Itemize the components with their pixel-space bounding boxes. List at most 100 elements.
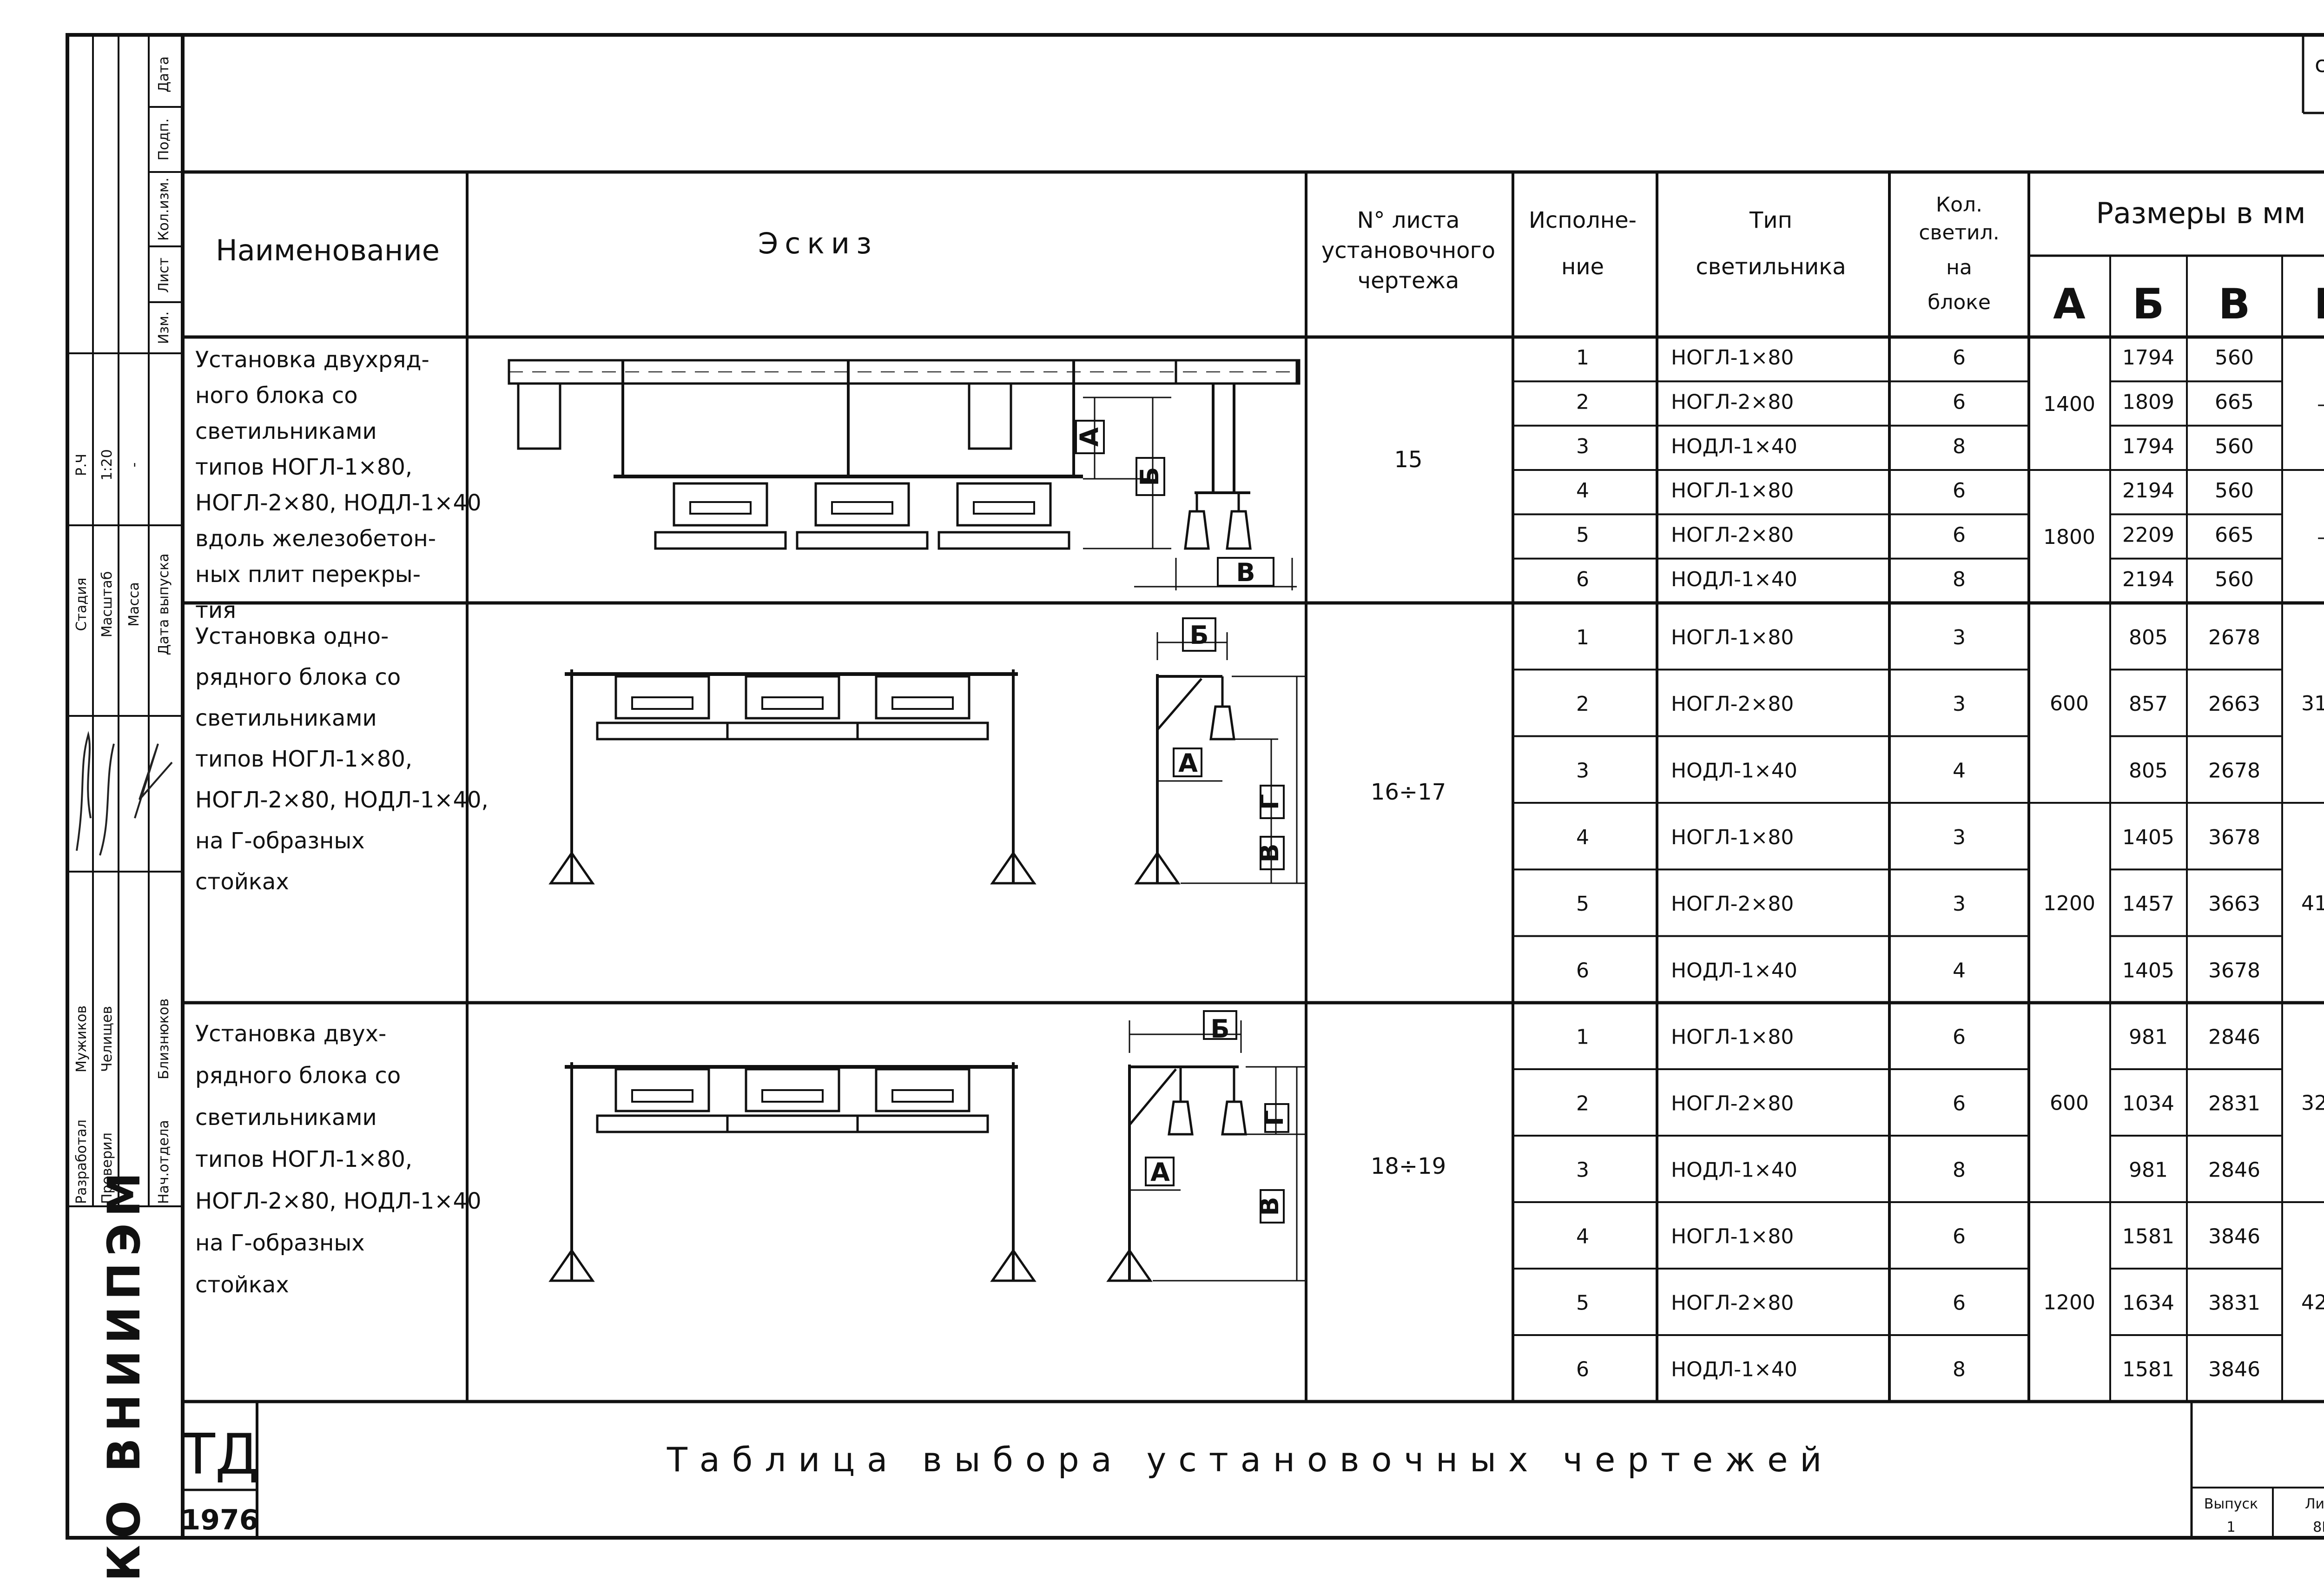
- count-cell: 4: [1953, 959, 1966, 983]
- fixture-type-cell: НОГЛ-2×80: [1671, 892, 1794, 916]
- group-name-line: рядного блока со: [195, 1063, 401, 1089]
- group-name-line: ных плит перекры-: [195, 562, 421, 588]
- variant-cell: 4: [1576, 479, 1589, 503]
- sheet-ref: 15: [1394, 447, 1422, 473]
- group-name-line: НОГЛ-2×80, НОДЛ-1×40,: [195, 787, 489, 813]
- sheet-label: Лист: [2305, 1496, 2324, 1512]
- sketch-1: [508, 359, 1301, 590]
- sketch2-dim-a: А: [1178, 748, 1198, 778]
- header-count-line4: блоке: [1928, 291, 1991, 314]
- count-cell: 3: [1953, 626, 1966, 649]
- fixture-type-cell: НОДЛ-1×40: [1671, 759, 1797, 783]
- dim-v-cell: 2831: [2208, 1092, 2260, 1116]
- variant-cell: 3: [1576, 1158, 1589, 1182]
- dim-v-cell: 665: [2215, 523, 2254, 547]
- dim-b-cell: 857: [2129, 692, 2168, 716]
- variant-cell: 6: [1576, 959, 1589, 983]
- fixture-type-cell: НОГЛ-2×80: [1671, 390, 1794, 414]
- header-count-line2: светил.: [1919, 221, 2000, 245]
- footer-grid: [183, 1402, 2324, 1538]
- sketch3-dim-b: Б: [1210, 1014, 1229, 1044]
- page-label: стр.: [2315, 52, 2324, 78]
- count-cell: 8: [1953, 1358, 1966, 1382]
- count-cell: 8: [1953, 568, 1966, 591]
- dim-b-cell: 1634: [2122, 1291, 2174, 1315]
- dim-v-cell: 2846: [2208, 1158, 2260, 1182]
- dim-a-cell: 1400: [2043, 392, 2095, 416]
- dim-b-cell: 2194: [2122, 568, 2174, 591]
- person-checker: Челищев: [99, 1006, 115, 1072]
- fixture-type-cell: НОГЛ-2×80: [1671, 1291, 1794, 1315]
- dim-b-cell: 1809: [2122, 390, 2174, 414]
- dim-v-cell: 3663: [2208, 892, 2260, 916]
- dim-b-cell: 1581: [2122, 1225, 2174, 1249]
- sheet-frame: [66, 33, 2324, 1540]
- sketch1-dim-b: Б: [1135, 467, 1164, 486]
- group-name-line: типов НОГЛ-1×80,: [195, 746, 412, 772]
- variant-cell: 1: [1576, 346, 1589, 370]
- dim-v-cell: 560: [2215, 435, 2254, 458]
- header-count-line1: Кол.: [1936, 193, 1982, 217]
- dim-v-cell: 2678: [2208, 626, 2260, 649]
- dim-v-cell: 665: [2215, 390, 2254, 414]
- variant-cell: 5: [1576, 523, 1589, 547]
- header-sheet-line1: N° листа: [1357, 207, 1460, 233]
- sketch3-dim-v: В: [1255, 1197, 1284, 1216]
- fixture-type-cell: НОДЛ-1×40: [1671, 1358, 1797, 1382]
- organization-name: КО ВНИИПЭМ: [98, 1166, 150, 1581]
- dim-v-cell: 560: [2215, 568, 2254, 591]
- group-name-line: НОГЛ-2×80, НОДЛ-1×40: [195, 490, 482, 516]
- header-type-line1: Тип: [1749, 207, 1792, 233]
- dim-v-cell: 3846: [2208, 1358, 2260, 1382]
- count-cell: 6: [1953, 346, 1966, 370]
- dim-b-cell: 2209: [2122, 523, 2174, 547]
- fixture-type-cell: НОДЛ-1×40: [1671, 959, 1797, 983]
- variant-cell: 2: [1576, 692, 1589, 716]
- variant-cell: 5: [1576, 892, 1589, 916]
- rev-col-date: Дата: [156, 56, 172, 93]
- header-count-line3: на: [1946, 256, 1972, 279]
- group-name-line: светильниками: [195, 1105, 377, 1131]
- variant-cell: 3: [1576, 759, 1589, 783]
- dim-b-cell: 981: [2129, 1158, 2168, 1182]
- header-variant-line1: Исполне-: [1529, 207, 1637, 233]
- table-grid: [183, 170, 2324, 1403]
- sketch3-dim-a: А: [1150, 1158, 1170, 1187]
- group-name-line: на Г-образных: [195, 828, 365, 854]
- dim-g-cell: 4240: [2301, 1291, 2324, 1315]
- dim-v-cell: 560: [2215, 346, 2254, 370]
- role-head: Нач.отдела: [156, 1120, 172, 1204]
- variant-cell: 6: [1576, 568, 1589, 591]
- fixture-type-cell: НОГЛ-1×80: [1671, 626, 1794, 649]
- fixture-type-cell: НОГЛ-1×80: [1671, 826, 1794, 849]
- dim-v-cell: 3678: [2208, 959, 2260, 983]
- count-cell: 4: [1953, 759, 1966, 783]
- dim-b-cell: 1581: [2122, 1358, 2174, 1382]
- variant-cell: 4: [1576, 826, 1589, 849]
- dim-b-cell: 1794: [2122, 346, 2174, 370]
- group-name-line: Установка двух-: [195, 1021, 386, 1047]
- release-date-label: Дата выпуска: [156, 554, 172, 655]
- header-dim-g: Г: [2314, 280, 2324, 329]
- group-name-line: светильниками: [195, 705, 377, 731]
- group-name-line: стойках: [195, 869, 289, 895]
- mass-value: -: [126, 463, 142, 468]
- sketch2-dim-g: Г: [1255, 794, 1284, 810]
- series-code: ТД: [180, 1422, 258, 1487]
- group-name-line: типов НОГЛ-1×80,: [195, 454, 412, 480]
- count-cell: 6: [1953, 1225, 1966, 1249]
- header-dim-b: Б: [2133, 280, 2165, 329]
- header-sketch: Эскиз: [758, 226, 878, 260]
- dim-g-cell: 4160: [2301, 892, 2324, 915]
- stage-label: Стадия: [73, 577, 90, 631]
